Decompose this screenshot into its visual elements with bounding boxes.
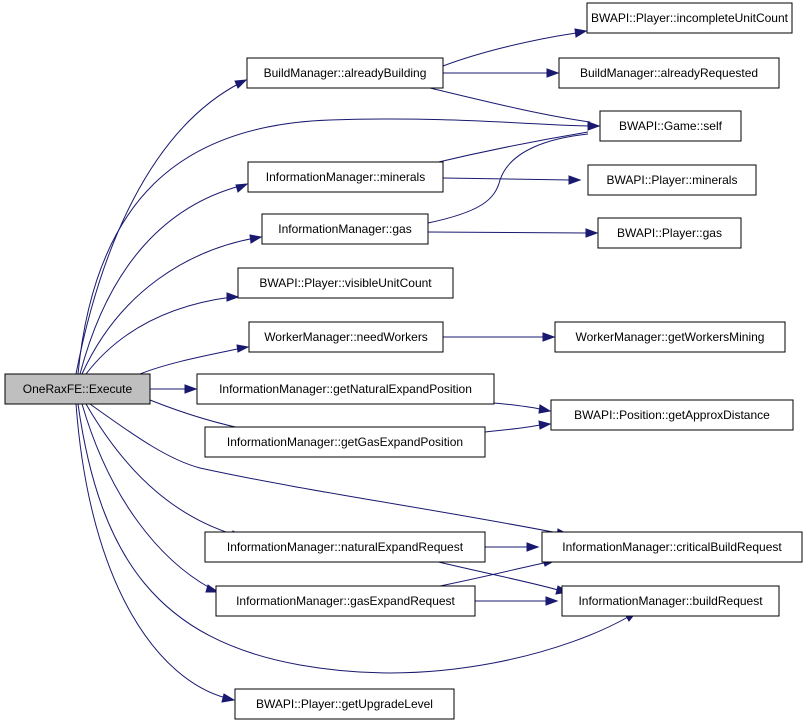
node-already-requested[interactable]: BuildManager::alreadyRequested [558, 57, 780, 89]
node-label: BWAPI::Player::gas [617, 226, 722, 240]
edge-root-gas-expand-req [81, 403, 211, 589]
arrow-visible-unit-count [226, 292, 240, 302]
arrow-incomplete [574, 28, 588, 38]
node-get-upgrade-level[interactable]: BWAPI::Player::getUpgradeLevel [234, 688, 455, 720]
node-gas-expand-request[interactable]: InformationManager::gasExpandRequest [215, 585, 476, 617]
node-label: BWAPI::Player::getUpgradeLevel [256, 697, 433, 711]
arrow-im-minerals [235, 183, 249, 193]
arrow-natural-expand-pos [184, 384, 198, 394]
node-get-approx-distance[interactable]: BWAPI::Position::getApproxDistance [550, 399, 794, 431]
arrow-need-workers [236, 344, 250, 353]
arrow-already-building [234, 79, 248, 89]
edge-nep-approx [493, 402, 541, 410]
node-im-minerals[interactable]: InformationManager::minerals [247, 161, 444, 193]
edge-gas-player-gas [427, 231, 588, 234]
edge-root-critical-build [89, 403, 559, 534]
edge-root-visible-unit-count [85, 296, 233, 375]
edge-root-im-minerals [79, 185, 241, 375]
edge-gas-game-self [427, 133, 589, 224]
edge-ab-incomplete [442, 32, 577, 67]
node-game-self[interactable]: BWAPI::Game::self [599, 110, 742, 142]
node-already-building[interactable]: BuildManager::alreadyBuilding [246, 57, 444, 89]
node-critical-build-request[interactable]: InformationManager::criticalBuildRequest [541, 531, 803, 563]
node-label: WorkerManager::needWorkers [264, 330, 428, 344]
node-get-natural-expand-position[interactable]: InformationManager::getNaturalExpandPosi… [196, 373, 495, 405]
arrow-approx-gep [538, 420, 552, 430]
node-build-request[interactable]: InformationManager::buildRequest [561, 585, 780, 617]
node-visible-unit-count[interactable]: BWAPI::Player::visibleUnitCount [237, 267, 454, 299]
edge-ger-critical [429, 562, 545, 589]
node-player-gas[interactable]: BWAPI::Player::gas [597, 217, 742, 249]
node-label: InformationManager::getGasExpandPosition [227, 435, 463, 449]
node-im-gas[interactable]: InformationManager::gas [261, 213, 429, 245]
node-onerax-execute[interactable]: OneRaxFE::Execute [4, 373, 151, 405]
edge-ab-game-self [429, 87, 591, 123]
node-label: InformationManager::naturalExpandRequest [227, 540, 464, 554]
edge-ner-build [429, 559, 559, 591]
arrow-im-gas [249, 234, 263, 244]
node-label: BWAPI::Player::minerals [607, 173, 738, 187]
node-label: BWAPI::Game::self [619, 119, 723, 133]
edges [75, 32, 629, 699]
node-natural-expand-request[interactable]: InformationManager::naturalExpandRequest [204, 531, 486, 563]
node-label: BWAPI::Player::visibleUnitCount [259, 276, 432, 290]
arrow-gas-expand-req [205, 584, 220, 593]
arrow-game-self-root [587, 121, 601, 131]
arrow-workers-mining [542, 332, 556, 342]
node-label: OneRaxFE::Execute [23, 382, 133, 396]
edge-root-build-request [77, 403, 629, 674]
arrow-player-minerals [568, 175, 582, 185]
edge-root-need-workers [139, 347, 243, 375]
edge-gep-approx [484, 424, 541, 433]
arrow-approx-nep [538, 404, 552, 414]
node-label: InformationManager::gasExpandRequest [236, 594, 455, 608]
edge-root-natural-expand-req [85, 403, 236, 536]
node-player-minerals[interactable]: BWAPI::Player::minerals [587, 164, 757, 196]
node-label: WorkerManager::getWorkersMining [576, 330, 765, 344]
edge-root-upgrade-level [75, 403, 227, 699]
node-label: InformationManager::criticalBuildRequest [562, 540, 782, 554]
node-get-workers-mining[interactable]: WorkerManager::getWorkersMining [554, 321, 786, 353]
node-label: BWAPI::Position::getApproxDistance [574, 408, 770, 422]
node-label: InformationManager::getNaturalExpandPosi… [219, 382, 472, 396]
edge-min-game-self [429, 131, 589, 165]
edge-root-game-self [77, 118, 591, 375]
node-label: InformationManager::buildRequest [578, 594, 763, 608]
edge-root-already-building [75, 82, 241, 375]
edge-min-player-minerals [442, 177, 571, 181]
arrow-player-gas [585, 228, 599, 238]
node-label: BuildManager::alreadyBuilding [264, 66, 427, 80]
arrow-build-ger [545, 596, 559, 606]
arrow-upgrade-level [221, 693, 236, 703]
node-need-workers[interactable]: WorkerManager::needWorkers [248, 321, 444, 353]
node-label: InformationManager::gas [278, 222, 411, 236]
arrow-critical-ner [526, 542, 540, 552]
nodes: OneRaxFE::Execute BuildManager::alreadyB… [4, 2, 803, 720]
node-label: InformationManager::minerals [266, 170, 425, 184]
edge-root-im-gas [81, 237, 256, 375]
node-label: BWAPI::Player::incompleteUnitCount [591, 11, 789, 25]
arrow-already-requested [546, 68, 560, 78]
node-incomplete-unit-count[interactable]: BWAPI::Player::incompleteUnitCount [586, 2, 793, 34]
node-label: BuildManager::alreadyRequested [580, 66, 758, 80]
node-get-gas-expand-position[interactable]: InformationManager::getGasExpandPosition [204, 426, 486, 458]
